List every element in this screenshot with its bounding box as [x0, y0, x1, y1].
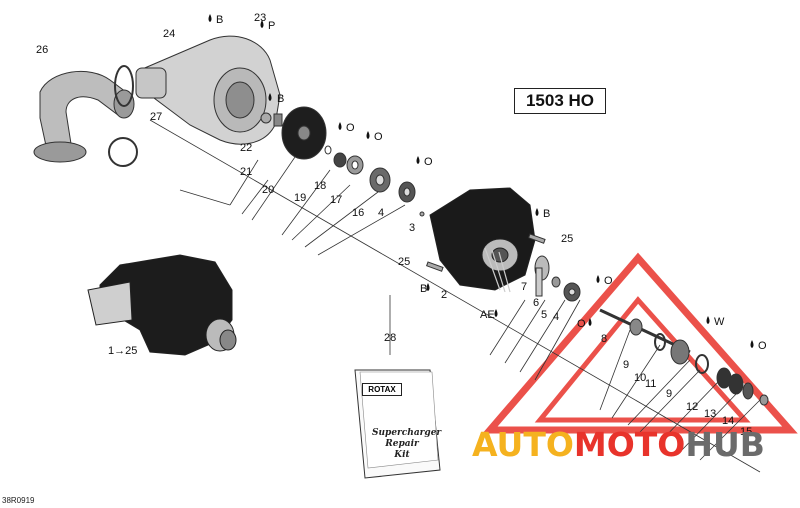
callout-16: 16: [352, 207, 365, 219]
callout-2: 2: [441, 289, 448, 301]
watermark-text: AUTOMOTOHUB: [472, 425, 765, 464]
kit-line-1: Supercharger: [372, 428, 442, 438]
callout-7: 7: [521, 281, 528, 293]
callout-20: 20: [262, 184, 275, 196]
fluid-mark-o5: O: [577, 318, 586, 330]
callout-4b: 4: [553, 311, 560, 323]
callout-14: 14: [722, 415, 735, 427]
bolts-part: [419, 211, 546, 272]
callout-25a: 25: [561, 233, 574, 245]
callout-27: 27: [150, 111, 163, 123]
callout-23: 23: [254, 12, 267, 24]
callout-13: 13: [704, 408, 717, 420]
fluid-mark-o1: O: [346, 122, 355, 134]
fluid-mark-ae: AE: [480, 309, 495, 321]
shaft-parts: [534, 255, 581, 302]
callout-1-to-25: 1→25: [108, 345, 138, 357]
leader-lines: [149, 119, 761, 473]
callout-17: 17: [330, 194, 343, 206]
callout-6: 6: [533, 297, 540, 309]
rotax-logo: ROTAX: [362, 383, 402, 396]
fluid-mark-o2: O: [374, 131, 383, 143]
fluid-mark-w: W: [714, 316, 725, 328]
callout-8: 8: [601, 333, 608, 345]
fluid-mark-o3: O: [424, 156, 433, 168]
watermark-part-2: MOTO: [573, 425, 686, 464]
callout-5: 5: [541, 309, 548, 321]
watermark-part-3: HUB: [685, 425, 765, 464]
callout-28: 28: [384, 332, 397, 344]
callout-21: 21: [240, 166, 253, 178]
callout-19: 19: [294, 192, 307, 204]
supercharger-housing-part: [429, 187, 536, 293]
fluid-mark-o6: O: [758, 340, 767, 352]
callout-10: 10: [634, 372, 647, 384]
kit-line-3: Kit: [394, 450, 410, 460]
callout-22: 22: [240, 142, 253, 154]
fluid-mark-p: P: [268, 20, 276, 32]
callout-11: 11: [645, 378, 657, 390]
fluid-mark-b3: B: [543, 208, 551, 220]
model-label: 1503 HO: [514, 88, 606, 114]
callout-4a: 4: [378, 207, 385, 219]
assembled-supercharger-part: [87, 254, 237, 356]
callout-9a: 9: [623, 359, 630, 371]
kit-line-2: Repair: [385, 439, 419, 449]
watermark-part-1: AUTO: [472, 425, 574, 464]
fluid-mark-o4: O: [604, 275, 613, 287]
callout-25b: 25: [398, 256, 411, 268]
fluid-mark-b2: B: [277, 93, 285, 105]
callout-24: 24: [163, 28, 176, 40]
small-parts: [260, 106, 416, 203]
fluid-mark-b4: B: [420, 283, 428, 295]
callout-18: 18: [314, 180, 327, 192]
fluid-drop-icons: [208, 14, 754, 348]
hose-elbow-part: [33, 70, 135, 163]
repair-kit-booklet: [354, 369, 441, 479]
callout-15: 15: [740, 426, 753, 438]
watermark-triangle: [482, 252, 798, 434]
clamp-ring-part: [108, 65, 138, 167]
figure-reference: 38R0919: [2, 496, 35, 505]
callout-9b: 9: [666, 388, 673, 400]
supercharger-cover-part: [135, 35, 281, 145]
callout-3: 3: [409, 222, 416, 234]
gear-shaft-parts: [599, 308, 769, 406]
callout-26: 26: [36, 44, 49, 56]
callout-12: 12: [686, 401, 699, 413]
fluid-mark-b1: B: [216, 14, 224, 26]
